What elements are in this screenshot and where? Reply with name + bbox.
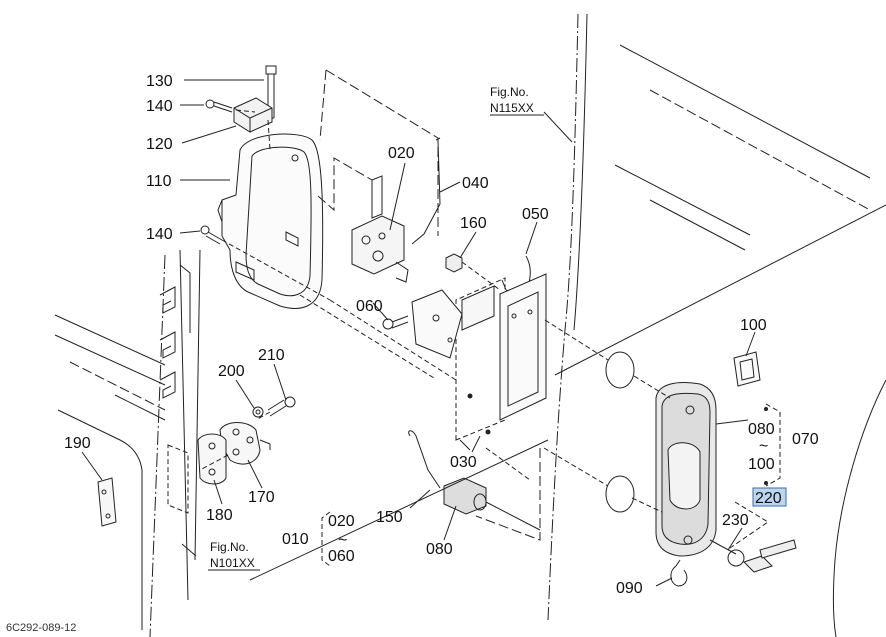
part-120-block bbox=[233, 97, 273, 133]
label-040: 040 bbox=[462, 175, 489, 192]
label-010-range-tilde: ~ bbox=[338, 532, 347, 549]
part-150-rod bbox=[408, 430, 441, 489]
label-230: 230 bbox=[722, 512, 749, 529]
label-150: 150 bbox=[376, 509, 403, 526]
leader-lines bbox=[81, 79, 756, 587]
label-080: 080 bbox=[748, 421, 775, 438]
part-170-plate bbox=[219, 422, 271, 465]
label-070-range-tilde: ~ bbox=[759, 438, 768, 455]
part-110-cover bbox=[217, 133, 324, 309]
label-090: 090 bbox=[616, 580, 643, 597]
label-120: 120 bbox=[146, 136, 173, 153]
part-190-strip bbox=[97, 477, 117, 527]
label-100-range-end: 100 bbox=[748, 456, 775, 473]
highlight-220 bbox=[752, 487, 787, 507]
label-160: 160 bbox=[460, 215, 487, 232]
label-220: 220 bbox=[755, 490, 782, 507]
label-210: 210 bbox=[258, 347, 285, 364]
fig-ref-top-line2: N115XX bbox=[490, 101, 534, 115]
bracket-dots bbox=[764, 407, 768, 485]
label-170: 170 bbox=[248, 489, 275, 506]
label-010: 010 bbox=[282, 531, 309, 548]
part-labels: 130 140 120 110 140 020 040 160 050 060 … bbox=[64, 73, 819, 597]
door-holes bbox=[605, 351, 635, 513]
label-060-range-end: 060 bbox=[328, 548, 355, 565]
label-080-lower: 080 bbox=[426, 541, 453, 558]
bracket-070 bbox=[765, 403, 781, 487]
fig-ref-n115xx: Fig.No. N115XX bbox=[490, 85, 544, 116]
part-020-latch bbox=[351, 175, 409, 283]
bracket-220 bbox=[729, 501, 769, 549]
fig-ref-top-line1: Fig.No. bbox=[490, 85, 529, 99]
label-100: 100 bbox=[740, 317, 767, 334]
door-frame-left bbox=[54, 249, 201, 637]
fig-ref-n101xx: Fig.No. N101XX bbox=[208, 540, 260, 571]
label-020: 020 bbox=[388, 145, 415, 162]
label-130: 130 bbox=[146, 73, 173, 90]
part-140-screw-top bbox=[205, 99, 233, 113]
label-070: 070 bbox=[792, 431, 819, 448]
group-outline-lines bbox=[317, 69, 541, 541]
bracket-010 bbox=[321, 511, 331, 567]
label-020-range-start: 020 bbox=[328, 513, 355, 530]
fig-ref-bottom-line1: Fig.No. bbox=[210, 540, 249, 554]
label-200: 200 bbox=[218, 363, 245, 380]
door-panel-right bbox=[547, 13, 886, 637]
part-200-washer bbox=[252, 406, 264, 418]
part-160-bolt bbox=[445, 253, 463, 273]
label-060: 060 bbox=[356, 298, 383, 315]
part-210-bolt bbox=[267, 396, 296, 417]
part-080-lock-cylinder bbox=[443, 477, 541, 531]
part-140-screw-lower bbox=[200, 225, 223, 245]
footer-code: 6C292-089-12 bbox=[6, 622, 76, 634]
label-190: 190 bbox=[64, 435, 91, 452]
label-140-lower: 140 bbox=[146, 226, 173, 243]
exploded-lines bbox=[199, 109, 671, 513]
part-100-gasket bbox=[733, 351, 761, 387]
part-230-keys bbox=[709, 539, 797, 573]
label-140-top: 140 bbox=[146, 98, 173, 115]
part-030-mechanism bbox=[411, 273, 547, 451]
part-070-handle bbox=[655, 382, 717, 557]
part-090-clip bbox=[670, 559, 688, 587]
label-050: 050 bbox=[522, 206, 549, 223]
part-040-rod bbox=[411, 137, 441, 245]
label-180: 180 bbox=[206, 507, 233, 524]
fig-ref-bottom-line2: N101XX bbox=[210, 556, 255, 570]
part-060-screw bbox=[382, 315, 409, 330]
part-180-shim bbox=[197, 433, 227, 485]
label-030: 030 bbox=[450, 454, 477, 471]
label-110: 110 bbox=[146, 173, 172, 190]
